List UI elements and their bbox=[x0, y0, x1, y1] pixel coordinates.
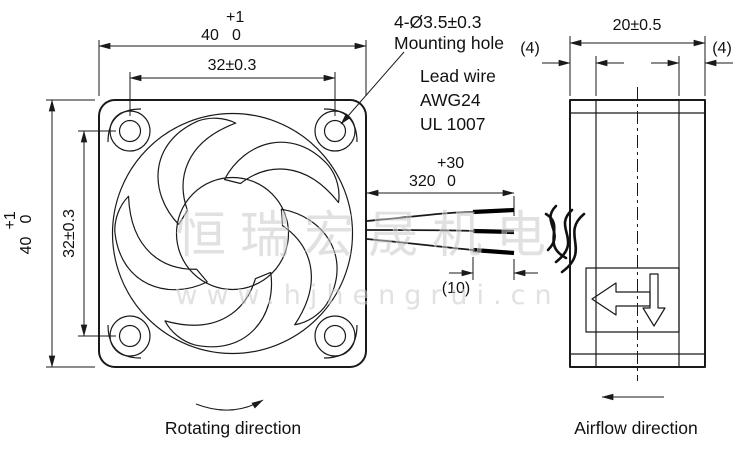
dim-height-tol-upper: +1 bbox=[2, 211, 19, 229]
dim-flange-left-value: (4) bbox=[520, 40, 540, 57]
housing-corner-contour bbox=[323, 108, 358, 143]
airflow-direction: Airflow direction bbox=[574, 393, 698, 438]
airflow-left-arrow-icon bbox=[591, 282, 651, 316]
side-view bbox=[544, 87, 706, 381]
dim-strip-value: (10) bbox=[442, 280, 470, 297]
dim-height-value: 40 bbox=[18, 237, 35, 255]
dim-hole-pitch-h-value: 32±0.3 bbox=[208, 57, 257, 74]
dim-flange-left: (4) bbox=[520, 40, 624, 96]
watermark-line2: www.hjhengrui.cn bbox=[175, 280, 560, 311]
dim-width-value: 40 bbox=[201, 27, 219, 44]
wire-stripped-end bbox=[472, 207, 515, 215]
dim-wire-length: 320 +30 0 bbox=[366, 155, 515, 216]
lead-wire-note-line3: UL 1007 bbox=[420, 114, 486, 134]
dim-height-40: 40 +1 0 bbox=[2, 99, 95, 368]
dim-width-tol-lower: 0 bbox=[232, 27, 241, 44]
dim-wire-length-tol-lower: 0 bbox=[447, 173, 456, 190]
airflow-down-arrow-icon bbox=[642, 273, 666, 327]
lead-wires bbox=[366, 207, 515, 256]
mounting-hole-note-line1: 4-Ø3.5±0.3 bbox=[394, 12, 481, 32]
mounting-boss bbox=[314, 315, 356, 357]
housing-corner-contour bbox=[107, 108, 142, 143]
dim-wire-length-tol-upper: +30 bbox=[437, 155, 464, 172]
lead-wire-note-line1: Lead wire bbox=[420, 66, 496, 86]
mounting-hole bbox=[323, 324, 347, 348]
dim-wire-length-value: 320 bbox=[409, 173, 436, 190]
dim-height-tol-lower: 0 bbox=[18, 215, 35, 224]
mounting-boss bbox=[314, 110, 356, 152]
mounting-hole bbox=[323, 119, 347, 143]
dim-depth-value: 20±0.5 bbox=[613, 17, 662, 34]
housing-corner-contour bbox=[107, 324, 142, 359]
fan-blade bbox=[223, 141, 340, 204]
dim-depth-20: 20±0.5 bbox=[569, 17, 706, 96]
watermark-line1: 恒瑞宏晟机电 bbox=[176, 206, 560, 264]
dim-width-40: 40 +1 0 bbox=[98, 9, 367, 96]
airflow-direction-label: Airflow direction bbox=[574, 418, 698, 438]
rotating-direction-arrow bbox=[195, 399, 264, 411]
fan-blade bbox=[114, 195, 208, 291]
venturi-circle bbox=[111, 112, 354, 355]
watermark: 恒瑞宏晟机电 www.hjhengrui.cn bbox=[175, 205, 560, 311]
dim-flange-right-value: (4) bbox=[712, 40, 732, 57]
mounting-hole bbox=[118, 324, 142, 348]
front-view bbox=[98, 99, 367, 368]
rotating-direction-label: Rotating direction bbox=[165, 418, 301, 438]
dim-flange-right: (4) bbox=[651, 40, 733, 96]
rotating-direction: Rotating direction bbox=[165, 399, 301, 438]
wire-stripped-end bbox=[472, 247, 515, 256]
fan-blade bbox=[280, 208, 338, 326]
dim-hole-pitch-vertical: 32±0.3 bbox=[61, 130, 116, 337]
lead-wire-note-line2: AWG24 bbox=[420, 90, 481, 110]
hub-circle bbox=[175, 176, 290, 291]
mounting-hole-note-line2: Mounting hole bbox=[394, 33, 504, 53]
housing-corner-contour bbox=[323, 324, 358, 359]
mounting-hole-note: 4-Ø3.5±0.3 Mounting hole bbox=[340, 12, 504, 125]
dim-width-tol-upper: +1 bbox=[226, 9, 244, 26]
fan-blade bbox=[164, 271, 273, 348]
side-lead-wires bbox=[544, 204, 586, 274]
mounting-hole bbox=[118, 119, 142, 143]
fan-housing-outline bbox=[98, 99, 367, 368]
airflow-symbol-box bbox=[585, 267, 680, 333]
dim-strip-length: (10) bbox=[442, 257, 538, 297]
wire-stripped-end bbox=[472, 228, 515, 235]
dim-hole-pitch-horizontal: 32±0.3 bbox=[129, 57, 336, 116]
impeller bbox=[114, 117, 340, 348]
lead-wire-note: Lead wire AWG24 UL 1007 bbox=[420, 66, 496, 134]
dim-hole-pitch-v-value: 32±0.3 bbox=[61, 209, 78, 258]
fan-blade bbox=[157, 117, 237, 226]
